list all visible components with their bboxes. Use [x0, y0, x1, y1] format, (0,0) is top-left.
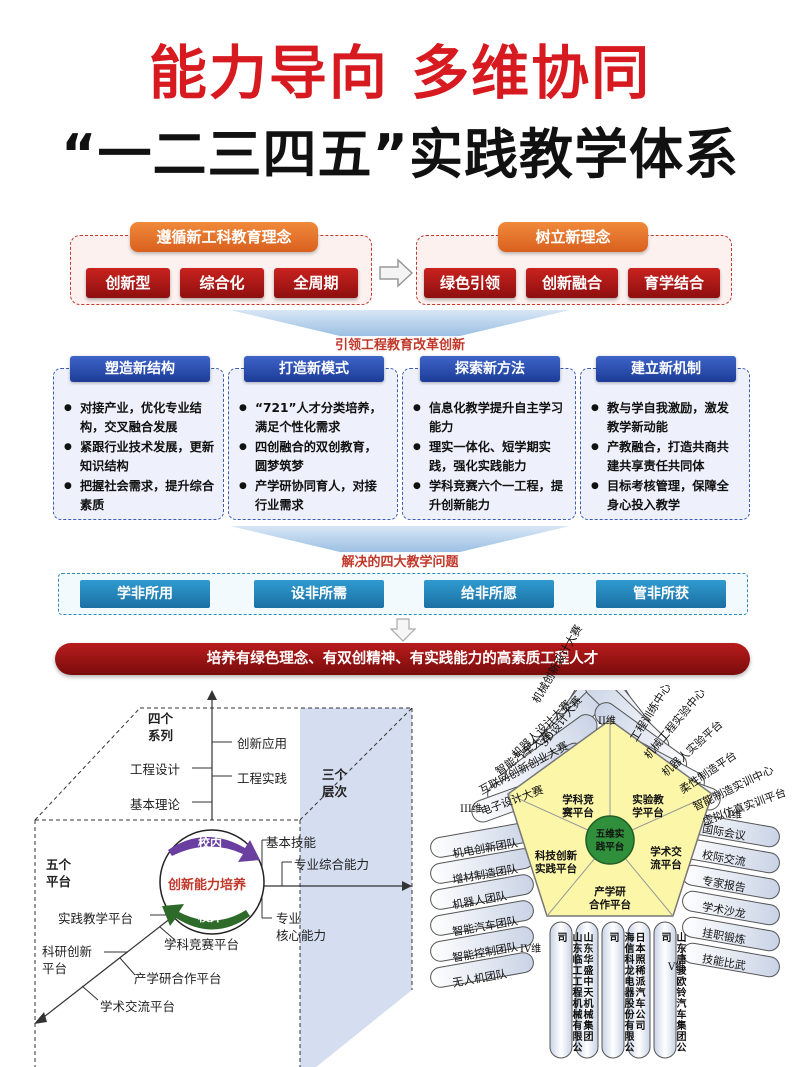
column-item: 教与学自我激励，激发教学新动能 [591, 399, 741, 437]
column-item: 产教融合，打造共商共建共享责任共同体 [591, 438, 741, 476]
cube-five-platforms: 五个 平台 [46, 857, 72, 889]
cube-platform-label: 实践教学平台 [58, 911, 134, 926]
concept-tag-right: 树立新理念 [498, 222, 648, 252]
concept-item: 创新融合 [526, 268, 618, 298]
funnel-banner-1 [230, 310, 570, 336]
column-tag: 探索新方法 [420, 356, 560, 382]
pentagon-platform: 学术交 流平台 [650, 846, 682, 871]
column-item: 信息化教学提升自主学习能力 [413, 399, 567, 437]
dimension-label: IV维 [520, 944, 542, 955]
arrow-right-icon [379, 258, 414, 288]
sub-title: “一二三四五”实践教学体系 [61, 123, 739, 186]
problem-item: 设非所需 [254, 580, 384, 608]
cube-series-label: 基本理论 [130, 797, 181, 812]
cube-level-label: 基本技能 [266, 835, 317, 850]
cube-series-label: 创新应用 [237, 736, 288, 751]
company-label: 山东唐骏欧铃汽车集团公司 [659, 932, 685, 1053]
concept-tag-left: 遵循新工科教育理念 [130, 222, 318, 252]
cube-three-levels: 三个 层次 [322, 767, 348, 799]
cube-platform-label: 产学研合作平台 [134, 971, 222, 986]
cube-inside: 校内 [198, 836, 223, 850]
company-label: 山东临工工程机械有限公司 [555, 932, 581, 1053]
pentagon-platform: 学科竞 赛平台 [562, 794, 594, 819]
column-item: 对接产业，优化专业结构，交叉融合发展 [64, 399, 215, 437]
cube-outside: 校外 [198, 910, 223, 924]
column-item: 紧跟行业技术发展，更新知识结构 [64, 438, 215, 476]
cube-series-label: 工程设计 [130, 762, 181, 777]
column-item: 学科竞赛六个一工程，提升创新能力 [413, 477, 567, 515]
concept-item: 全周期 [274, 268, 358, 298]
column-box-3: 信息化教学提升自主学习能力 理实一体化、短学期实践，强化实践能力 学科竞赛六个一… [402, 368, 576, 520]
pentagon-platform: 产学研 合作平台 [589, 886, 631, 911]
column-box-2: “721”人才分类培养，满足个性化需求 四创融合的双创教育，圆梦筑梦 产学研协同… [228, 368, 398, 520]
concept-item: 创新型 [86, 268, 170, 298]
column-box-4: 教与学自我激励，激发教学新动能 产教融合，打造共商共建共享责任共同体 目标考核管… [580, 368, 750, 520]
problem-item: 给非所愿 [424, 580, 554, 608]
cube-level-label: 专业综合能力 [294, 857, 370, 872]
cube-four-series: 四个 系列 [148, 711, 174, 743]
cube-center: 创新能力培养 [168, 878, 247, 893]
banner-lead-reform: 引领工程教育改革创新 [334, 338, 465, 353]
funnel-banner-2 [230, 526, 570, 552]
banner-four-problems: 解决的四大教学问题 [341, 555, 459, 570]
cube-platform-label: 科研创新 平台 [42, 944, 93, 976]
column-tag: 建立新机制 [596, 356, 736, 382]
pentagon-diagram [430, 690, 780, 1059]
column-tag: 塑造新结构 [70, 356, 210, 382]
column-item: 产学研协同育人，对接行业需求 [239, 477, 389, 515]
dimension-label: II维 [598, 716, 616, 727]
column-item: 把握社会需求，提升综合素质 [64, 477, 215, 515]
goal-banner: 培养有绿色理念、有双创精神、有实践能力的高素质工程人才 [55, 643, 750, 675]
company-label: 海信科龙电器股份有限公司 [607, 932, 633, 1053]
concept-item: 绿色引领 [424, 268, 516, 298]
concept-item: 综合化 [180, 268, 264, 298]
company-label: 日本照稀派汽车公司 [633, 932, 644, 1031]
problem-item: 学非所用 [80, 580, 210, 608]
cube-series-label: 工程实践 [237, 771, 288, 786]
pentagon-platform: 科技创新 实践平台 [535, 850, 577, 875]
column-box-1: 对接产业，优化专业结构，交叉融合发展 紧跟行业技术发展，更新知识结构 把握社会需… [53, 368, 224, 520]
dimension-label: I维 [728, 810, 742, 821]
cube-level-label: 专业 核心能力 [276, 911, 327, 943]
arrow-down-icon [390, 618, 416, 642]
company-label: 山东华盛中天机械集团 [581, 932, 592, 1042]
column-tag: 打造新模式 [244, 356, 384, 382]
problem-item: 管非所获 [596, 580, 726, 608]
column-item: 目标考核管理，保障全身心投入教学 [591, 477, 741, 515]
column-item: 理实一体化、短学期实践，强化实践能力 [413, 438, 567, 476]
concept-item: 育学结合 [628, 268, 720, 298]
main-title: 能力导向 多维协同 [148, 39, 652, 107]
pentagon-platform: 实验教 学平台 [632, 794, 664, 819]
column-item: “721”人才分类培养，满足个性化需求 [239, 399, 389, 437]
cube-platform-label: 学科竞赛平台 [164, 937, 240, 952]
pentagon-center: 五维实 践平台 [595, 829, 625, 853]
dimension-label: V维 [668, 962, 686, 973]
column-item: 四创融合的双创教育，圆梦筑梦 [239, 438, 389, 476]
cube-diagram [34, 690, 413, 1067]
dimension-label: III维 [460, 804, 482, 815]
cube-platform-label: 学术交流平台 [100, 999, 176, 1014]
